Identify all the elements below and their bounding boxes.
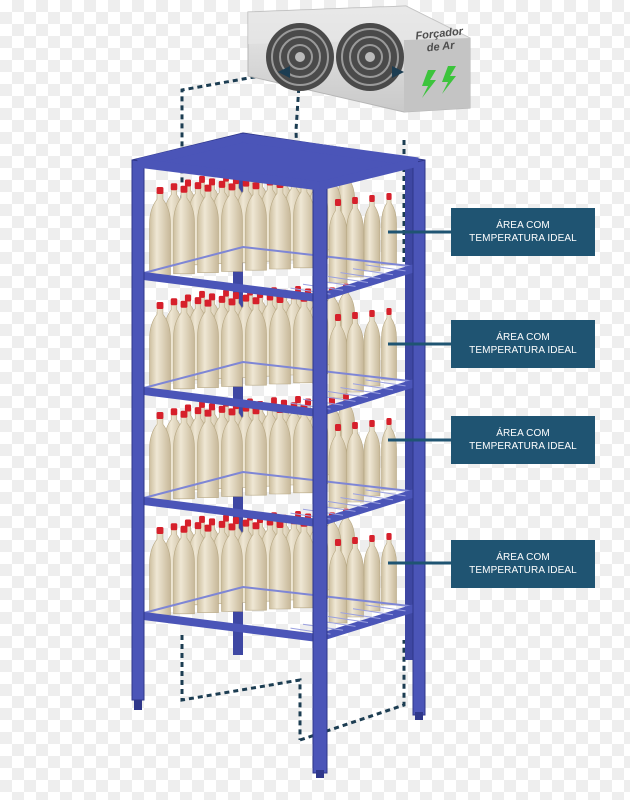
bottle: [197, 409, 219, 498]
label-line1: ÁREA COM: [496, 220, 550, 231]
bottle: [381, 533, 397, 606]
rack-top-rails: [136, 133, 420, 191]
label-line2: TEMPERATURA IDEAL: [469, 441, 577, 452]
bottle: [269, 296, 291, 385]
bottle: [328, 314, 348, 399]
bottle: [269, 181, 291, 270]
bottle: [197, 524, 219, 613]
bottle: [173, 525, 195, 615]
lightning-icon: [442, 66, 456, 94]
temperature-area-label: ÁREA COM TEMPERATURA IDEAL: [451, 320, 595, 368]
bottle: [149, 412, 171, 501]
bottle: [363, 195, 381, 272]
bottle: [149, 187, 171, 276]
lightning-icon: [422, 70, 436, 98]
fan-icon: [266, 23, 334, 91]
bottle: [363, 420, 381, 497]
fan-icon: [336, 23, 404, 91]
bottle: [363, 310, 381, 387]
bottle: [381, 418, 397, 491]
bottle: [381, 193, 397, 266]
bottle: [269, 521, 291, 610]
label-connectors: [388, 230, 451, 565]
airflow-arrow-icon: [392, 66, 404, 78]
bottle: [197, 184, 219, 273]
air-forcer-unit: [247, 5, 471, 113]
label-line2: TEMPERATURA IDEAL: [469, 233, 577, 244]
airflow-arrow-icon: [278, 66, 290, 78]
bottle: [149, 527, 171, 616]
bottle: [197, 299, 219, 388]
temperature-area-label: ÁREA COM TEMPERATURA IDEAL: [451, 416, 595, 464]
bottle: [173, 410, 195, 500]
label-line1: ÁREA COM: [496, 428, 550, 439]
bottle: [363, 535, 381, 612]
bottle: [173, 300, 195, 390]
rack-feet: [134, 700, 423, 778]
bottle: [173, 185, 195, 275]
label-line2: TEMPERATURA IDEAL: [469, 345, 577, 356]
label-line1: ÁREA COM: [496, 552, 550, 563]
rack-back-frame: [233, 135, 415, 660]
temperature-area-label: ÁREA COM TEMPERATURA IDEAL: [451, 208, 595, 256]
temperature-area-label: ÁREA COM TEMPERATURA IDEAL: [451, 540, 595, 588]
bottle: [149, 302, 171, 391]
label-line2: TEMPERATURA IDEAL: [469, 565, 577, 576]
bottle: [328, 424, 348, 509]
label-line1: ÁREA COM: [496, 332, 550, 343]
bottle: [381, 308, 397, 381]
